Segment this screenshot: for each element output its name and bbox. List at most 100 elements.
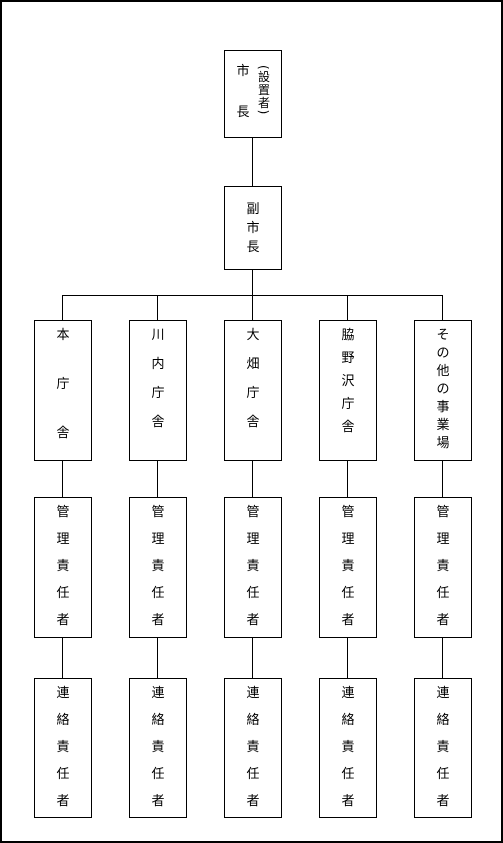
liaison-char: 者	[246, 794, 260, 809]
branch-char: 庁	[246, 386, 260, 401]
connector-deputy-bus	[252, 270, 253, 295]
branch-char: 他	[436, 364, 450, 379]
branch-char: 舎	[151, 415, 165, 430]
liaison-char: 連	[341, 686, 355, 701]
liaison-char: 連	[151, 686, 165, 701]
mayor-char: 市	[236, 64, 250, 79]
connector-branch-manager-3	[252, 461, 253, 497]
liaison-char: 者	[436, 794, 450, 809]
branch-box-honchosha: 本 庁 舎	[34, 320, 92, 461]
liaison-char: 絡	[341, 713, 355, 728]
liaison-box-4: 連 絡 責 任 者	[319, 678, 377, 818]
branch-char: 内	[151, 357, 165, 372]
branch-box-ohata: 大 畑 庁 舎	[224, 320, 282, 461]
manager-char: 任	[56, 586, 70, 601]
liaison-char: 絡	[56, 713, 70, 728]
liaison-char: 任	[341, 767, 355, 782]
manager-char: 任	[151, 586, 165, 601]
manager-char: 管	[341, 505, 355, 520]
branch-char: の	[436, 346, 450, 361]
liaison-char: 絡	[436, 713, 450, 728]
branch-char: 脇	[341, 328, 355, 343]
branch-char: 大	[246, 328, 260, 343]
manager-box-4: 管 理 責 任 者	[319, 497, 377, 638]
liaison-char: 者	[341, 794, 355, 809]
liaison-char: 責	[151, 740, 165, 755]
manager-char: 理	[246, 532, 260, 547]
liaison-box-5: 連 絡 責 任 者	[414, 678, 472, 818]
manager-box-3: 管 理 責 任 者	[224, 497, 282, 638]
liaison-box-2: 連 絡 責 任 者	[129, 678, 187, 818]
connector-manager-liaison-5	[442, 638, 443, 678]
connector-bus-branch-3	[252, 295, 253, 320]
connector-mayor-deputy	[252, 138, 253, 186]
manager-box-5: 管 理 責 任 者	[414, 497, 472, 638]
manager-char: 責	[436, 559, 450, 574]
manager-char: 理	[436, 532, 450, 547]
manager-char: 者	[436, 613, 450, 628]
mayor-founder-note: (設置者)	[256, 65, 271, 116]
liaison-char: 任	[246, 767, 260, 782]
liaison-char: 責	[341, 740, 355, 755]
liaison-char: 責	[56, 740, 70, 755]
manager-char: 者	[151, 613, 165, 628]
manager-char: 者	[246, 613, 260, 628]
branch-char: 庁	[56, 377, 70, 392]
branch-char: 舎	[341, 420, 355, 435]
manager-char: 責	[246, 559, 260, 574]
manager-char: 者	[56, 613, 70, 628]
liaison-char: 連	[246, 686, 260, 701]
branch-char: 沢	[341, 374, 355, 389]
liaison-char: 者	[151, 794, 165, 809]
branch-char: 本	[56, 328, 70, 343]
branch-box-other-workplaces: そ の 他 の 事 業 場	[414, 320, 472, 461]
manager-char: 者	[341, 613, 355, 628]
deputy-char: 市	[246, 220, 260, 236]
deputy-char: 長	[246, 239, 260, 255]
liaison-box-1: 連 絡 責 任 者	[34, 678, 92, 818]
branch-char: 場	[436, 436, 450, 451]
manager-char: 理	[56, 532, 70, 547]
deputy-mayor-box: 副 市 長	[224, 186, 282, 270]
liaison-char: 任	[56, 767, 70, 782]
liaison-char: 絡	[151, 713, 165, 728]
connector-manager-liaison-3	[252, 638, 253, 678]
branch-char: 畑	[246, 357, 260, 372]
liaison-char: 任	[436, 767, 450, 782]
connector-bus-branch-1	[62, 295, 63, 320]
connector-branch-manager-1	[62, 461, 63, 497]
manager-box-2: 管 理 責 任 者	[129, 497, 187, 638]
liaison-char: 絡	[246, 713, 260, 728]
manager-box-1: 管 理 責 任 者	[34, 497, 92, 638]
branch-char: 業	[436, 418, 450, 433]
liaison-char: 任	[151, 767, 165, 782]
liaison-char: 連	[56, 686, 70, 701]
manager-char: 任	[246, 586, 260, 601]
manager-char: 任	[436, 586, 450, 601]
connector-bus-branch-2	[157, 295, 158, 320]
manager-char: 理	[341, 532, 355, 547]
branch-char: 舎	[246, 415, 260, 430]
connector-manager-liaison-1	[62, 638, 63, 678]
liaison-box-3: 連 絡 責 任 者	[224, 678, 282, 818]
connector-branch-manager-4	[347, 461, 348, 497]
branch-char: の	[436, 382, 450, 397]
branch-char: 野	[341, 351, 355, 366]
branch-char: 舎	[56, 426, 70, 441]
branch-char: 庁	[341, 397, 355, 412]
branch-box-kawauchi: 川 内 庁 舎	[129, 320, 187, 461]
manager-char: 理	[151, 532, 165, 547]
deputy-char: 副	[246, 201, 260, 217]
manager-char: 管	[436, 505, 450, 520]
manager-char: 責	[341, 559, 355, 574]
connector-manager-liaison-4	[347, 638, 348, 678]
branch-box-wakinosawa: 脇 野 沢 庁 舎	[319, 320, 377, 461]
manager-char: 責	[56, 559, 70, 574]
liaison-char: 責	[246, 740, 260, 755]
connector-bus-branch-4	[347, 295, 348, 320]
liaison-char: 責	[436, 740, 450, 755]
liaison-char: 連	[436, 686, 450, 701]
manager-char: 責	[151, 559, 165, 574]
liaison-char: 者	[56, 794, 70, 809]
